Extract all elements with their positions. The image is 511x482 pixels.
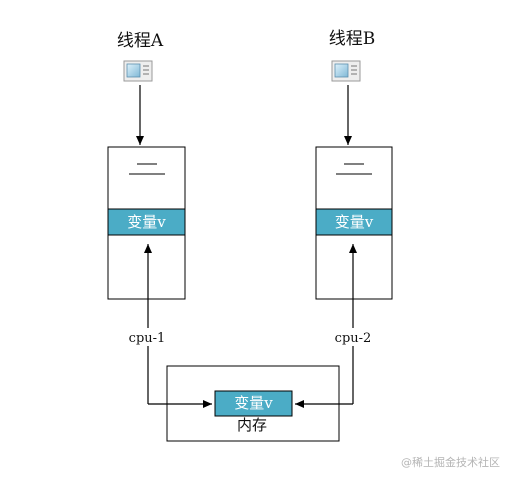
thread-b-title: 线程B — [329, 29, 376, 49]
main-memory-label: 内存 — [237, 416, 267, 434]
thread-a-variable-label: 变量v — [127, 213, 166, 231]
thread-b-variable-box — [315, 208, 393, 236]
thread-a-computer-icon — [123, 60, 153, 82]
main-memory-variable-label: 变量v — [234, 394, 273, 412]
watermark: @稀土掘金技术社区 — [401, 455, 500, 469]
thread-a-variable-box — [107, 208, 186, 236]
main-memory-variable-box — [214, 390, 293, 417]
thread-b-computer-icon — [331, 60, 361, 82]
thread-a-title: 线程A — [117, 31, 164, 51]
thread-b-variable-label: 变量v — [335, 213, 374, 231]
cpu-1-label: cpu-1 — [129, 331, 166, 346]
cpu-2-label: cpu-2 — [335, 331, 372, 346]
